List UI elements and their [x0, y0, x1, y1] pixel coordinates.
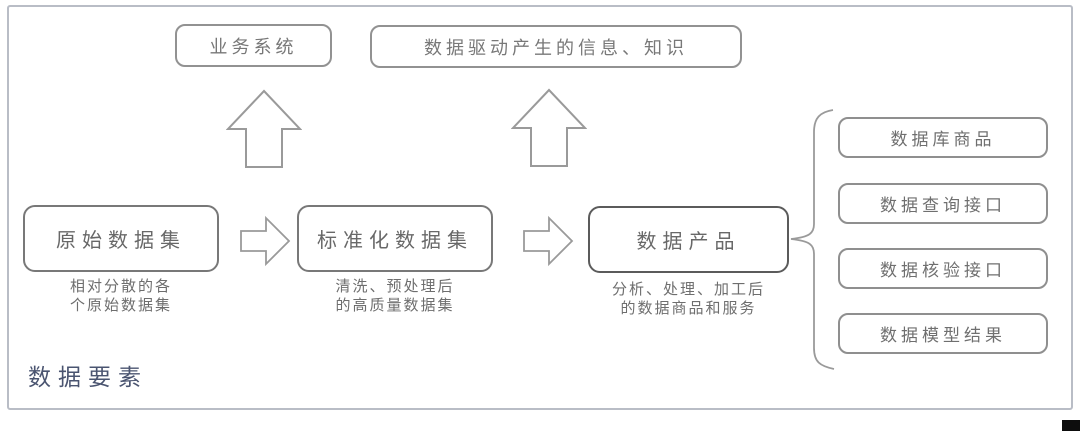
note-raw-dataset: 相对分散的各 个原始数据集 [69, 277, 172, 314]
box-data-driven-info: 数据驱动产生的信息、知识 [370, 25, 742, 68]
box-data-model-result: 数据模型结果 [838, 313, 1048, 354]
cursor-mark [1062, 420, 1080, 431]
box-data-verify-api: 数据核验接口 [838, 248, 1048, 289]
box-standardized-dataset: 标准化数据集 [297, 205, 493, 272]
box-business-system: 业务系统 [175, 24, 332, 67]
box-data-model-result-label: 数据模型结果 [880, 326, 1006, 346]
note-standardized-dataset: 清洗、预处理后 的高质量数据集 [335, 277, 455, 314]
box-data-verify-api-label: 数据核验接口 [880, 261, 1006, 281]
box-data-query-api-label: 数据查询接口 [880, 196, 1006, 216]
right-arrow-icon [240, 215, 291, 267]
box-data-product: 数据产品 [588, 206, 789, 273]
note-data-product: 分析、处理、加工后 的数据商品和服务 [611, 280, 765, 317]
box-data-query-api: 数据查询接口 [838, 183, 1048, 224]
box-database-product: 数据库商品 [838, 117, 1048, 158]
box-raw-dataset: 原始数据集 [23, 205, 219, 272]
box-raw-dataset-label: 原始数据集 [56, 228, 186, 252]
diagram-title: 数据要素 [28, 365, 148, 391]
box-business-system-label: 业务系统 [209, 36, 298, 58]
box-data-driven-info-label: 数据驱动产生的信息、知识 [424, 37, 688, 59]
box-standardized-dataset-label: 标准化数据集 [317, 228, 473, 252]
right-arrow-icon [523, 215, 574, 267]
up-arrow-icon [511, 88, 587, 167]
box-database-product-label: 数据库商品 [890, 130, 996, 150]
box-data-product-label: 数据产品 [636, 229, 741, 253]
up-arrow-icon [226, 89, 302, 168]
brace-connector-icon [790, 109, 835, 370]
